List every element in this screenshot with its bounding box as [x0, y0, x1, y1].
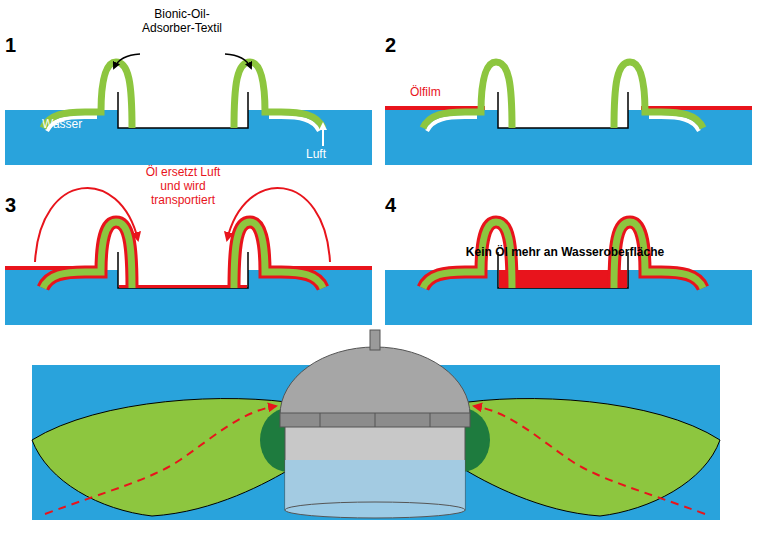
panel-title: Kein Öl mehr an Wasseroberfläche [440, 246, 690, 260]
medium-label: Luft [306, 148, 346, 162]
panel-2 [385, 62, 752, 165]
panel-number: 2 [385, 34, 409, 57]
leader-line [114, 54, 140, 68]
device-illustration [32, 330, 720, 520]
oil-flow-arrow [35, 188, 138, 262]
leader-line [225, 54, 251, 68]
panel-3 [5, 222, 372, 325]
panel-4 [385, 222, 752, 325]
part-name: Bionic-Oil-Adsorber-Textil [132, 8, 232, 36]
panel-number: 1 [5, 34, 29, 57]
medium-label: Wasser [42, 118, 102, 132]
panel-1 [5, 62, 372, 165]
panel-number: 4 [385, 194, 409, 217]
air-arrow [322, 124, 324, 146]
oil-label: Ölfilm [410, 86, 470, 100]
process-note: Öl ersetzt Luft und wird transportiert [139, 166, 227, 207]
panel-number: 3 [5, 194, 29, 217]
oil-flow-arrow [227, 188, 330, 262]
